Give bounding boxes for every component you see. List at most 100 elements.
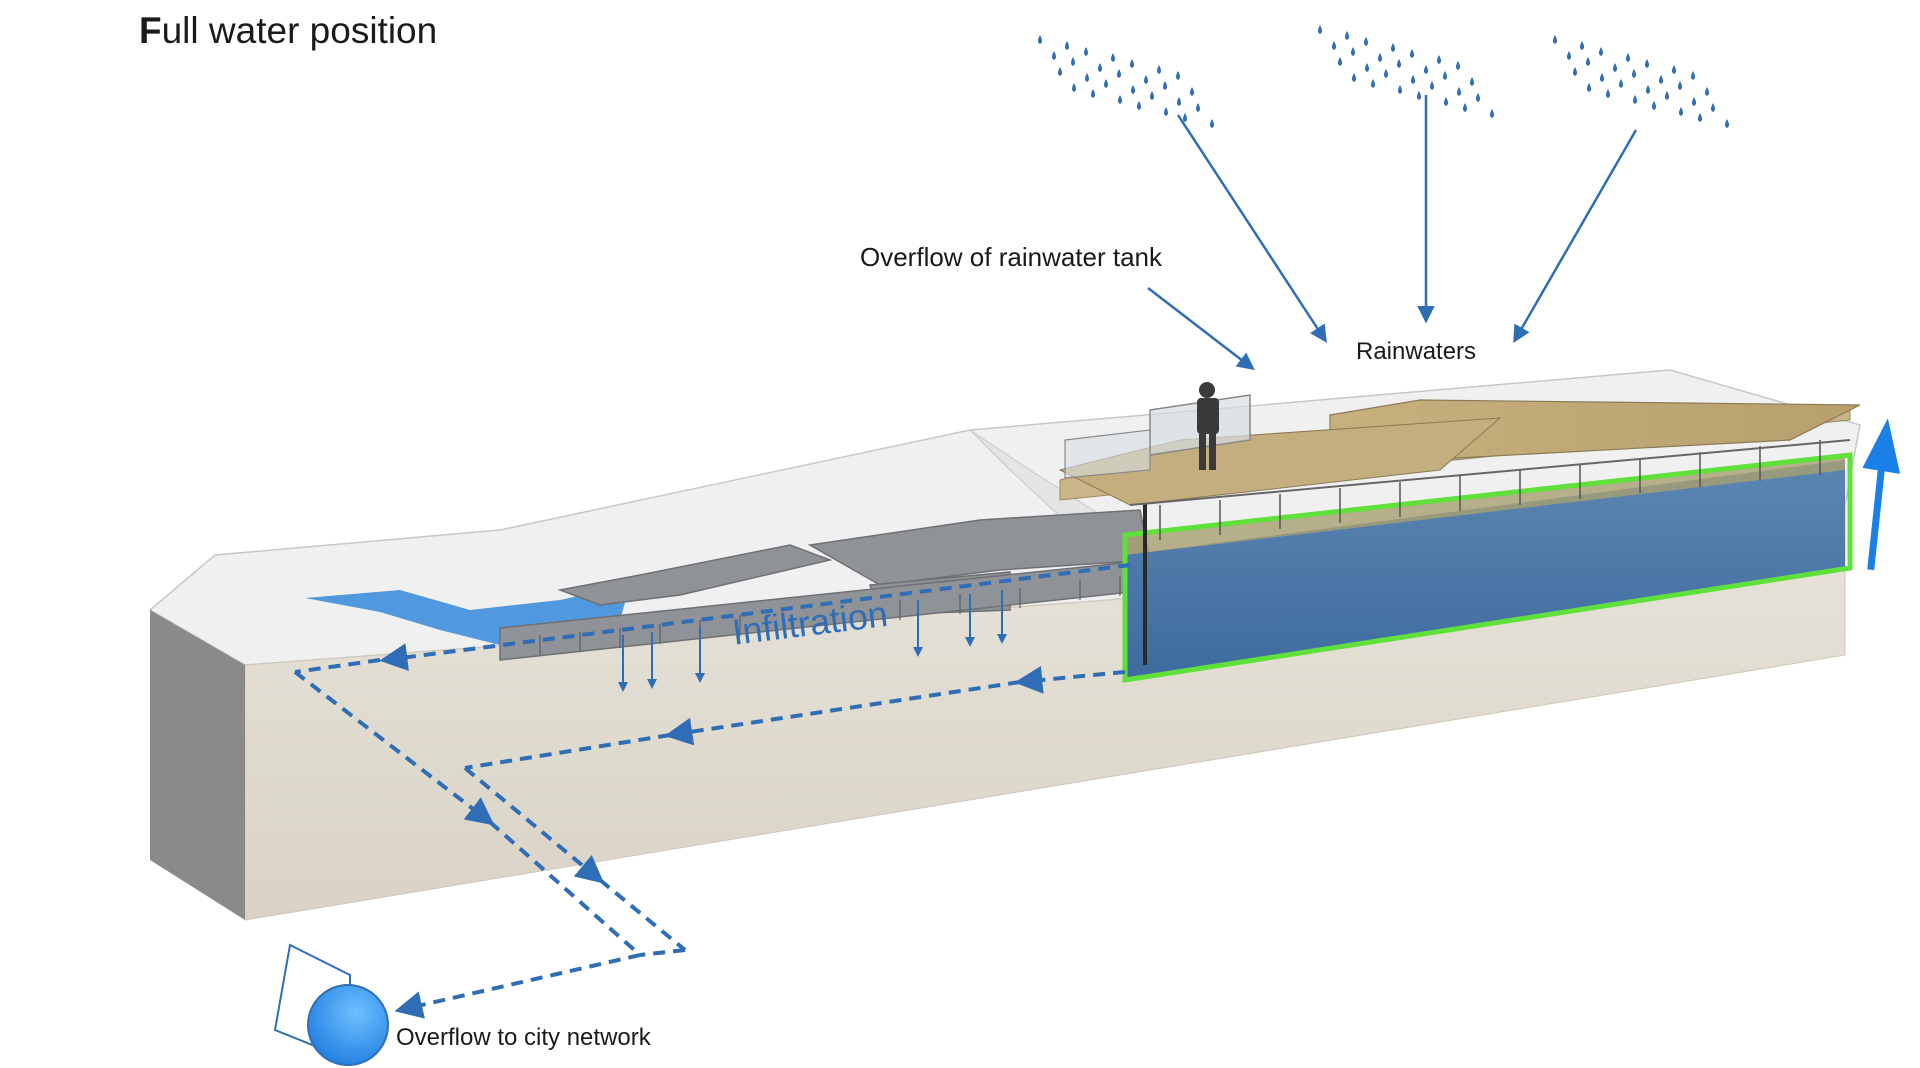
rain-drop <box>1210 119 1214 128</box>
rain-drop <box>1417 91 1421 100</box>
rain-drop <box>1476 93 1480 102</box>
flow-left-top <box>294 658 381 674</box>
rain-drop <box>1071 57 1075 66</box>
rain-drop <box>1144 75 1148 84</box>
up-arrow <box>1862 418 1901 571</box>
flow-paths <box>293 563 1131 1019</box>
rain-drop <box>1065 41 1069 50</box>
rain-drop <box>1599 47 1603 56</box>
rain-drop <box>1600 73 1604 82</box>
rain-drop <box>1111 53 1115 62</box>
rain-drop <box>1177 97 1181 106</box>
rain-drop <box>1430 81 1434 90</box>
rain-drop <box>1150 91 1154 100</box>
rain-drop <box>1587 83 1591 92</box>
rain-drop <box>1659 75 1663 84</box>
rain-drop <box>1470 77 1474 86</box>
flow-down-left <box>293 670 495 826</box>
rain-drop <box>1351 47 1355 56</box>
rain-drop <box>1632 69 1636 78</box>
rain-drop <box>1573 67 1577 76</box>
tank-outline <box>1122 452 1853 683</box>
rain-drop <box>1084 47 1088 56</box>
rain-drop <box>1164 107 1168 116</box>
rain-drop <box>1586 57 1590 66</box>
rain-drop <box>1679 107 1683 116</box>
rain-drop <box>1619 79 1623 88</box>
rain-drop <box>1072 83 1076 92</box>
tank-water <box>1125 460 1845 680</box>
railing-rail <box>1129 439 1851 506</box>
rain-drop <box>1345 31 1349 40</box>
label-overflow-rainwater-tank: Overflow of rainwater tank <box>860 242 1163 272</box>
rain-drop <box>1352 73 1356 82</box>
rain-drop <box>1457 87 1461 96</box>
rain-drop <box>1646 85 1650 94</box>
rain-drop <box>1130 59 1134 68</box>
rain-drop <box>1157 65 1161 74</box>
flow-down-mid <box>463 766 605 884</box>
rain-drop <box>1365 63 1369 72</box>
ground-end-face <box>150 610 245 920</box>
title-rest: ull water position <box>161 10 438 51</box>
rain-drop <box>1725 119 1729 128</box>
rain-drop <box>1183 113 1187 122</box>
rain-drop <box>1391 43 1395 52</box>
flow-to-pipe <box>394 953 641 1019</box>
rain-drop <box>1490 109 1494 118</box>
rain-drop <box>1091 89 1095 98</box>
rain-drop <box>1085 73 1089 82</box>
rain-drop <box>1443 71 1447 80</box>
label-overflow-city-network: Overflow to city network <box>396 1024 651 1051</box>
infiltration-arrows <box>618 590 1007 692</box>
flow-junction <box>639 948 686 957</box>
city-pipe <box>273 943 389 1066</box>
rain-drop <box>1176 71 1180 80</box>
rain-drop <box>1190 87 1194 96</box>
glass-balustrade-small <box>1064 429 1151 479</box>
rain-drop <box>1398 85 1402 94</box>
rain-drop <box>1052 51 1056 60</box>
rain-arrow-right <box>1513 129 1638 344</box>
rain-drop <box>1384 69 1388 78</box>
title-first-letter: F <box>139 10 162 51</box>
rain-drop <box>1606 89 1610 98</box>
rain-drop <box>1437 55 1441 64</box>
rain-drop <box>1338 57 1342 66</box>
rain-drop <box>1633 95 1637 104</box>
rain-drop <box>1692 97 1696 106</box>
rain-drop <box>1137 101 1141 110</box>
rain-drop <box>1567 51 1571 60</box>
rain-drop <box>1196 103 1200 112</box>
flow-down-cont-a <box>488 820 642 957</box>
deck-structure <box>1058 394 1861 540</box>
railing-posts <box>1159 440 1821 540</box>
flow-mid-left-end <box>464 733 671 770</box>
label-rainwaters: Rainwaters <box>1356 338 1477 365</box>
rain-drop <box>1463 103 1467 112</box>
rain-drop <box>1665 91 1669 100</box>
rain-drop <box>1371 79 1375 88</box>
rain-drop <box>1626 53 1630 62</box>
rain-arrows <box>1147 95 1638 371</box>
page-title: Full water position <box>139 10 437 52</box>
rain-drop <box>1553 35 1557 44</box>
rain-drops <box>1038 25 1729 128</box>
rain-drop <box>1678 81 1682 90</box>
rain-drop <box>1318 25 1322 34</box>
rain-drop <box>1104 79 1108 88</box>
ground-block <box>148 369 1861 921</box>
rain-drop <box>1698 113 1702 122</box>
flow-top-to-left <box>379 563 1131 672</box>
rain-drop <box>1117 69 1121 78</box>
rain-arrow-left <box>1176 114 1327 343</box>
pipe-opening <box>307 984 389 1066</box>
flow-down-cont-b <box>598 878 687 952</box>
flow-tank-mid <box>1014 665 1126 694</box>
rain-drop <box>1456 61 1460 70</box>
rain-drop <box>1378 53 1382 62</box>
rain-drop <box>1098 63 1102 72</box>
rain-drop <box>1672 65 1676 74</box>
rain-drop <box>1332 41 1336 50</box>
